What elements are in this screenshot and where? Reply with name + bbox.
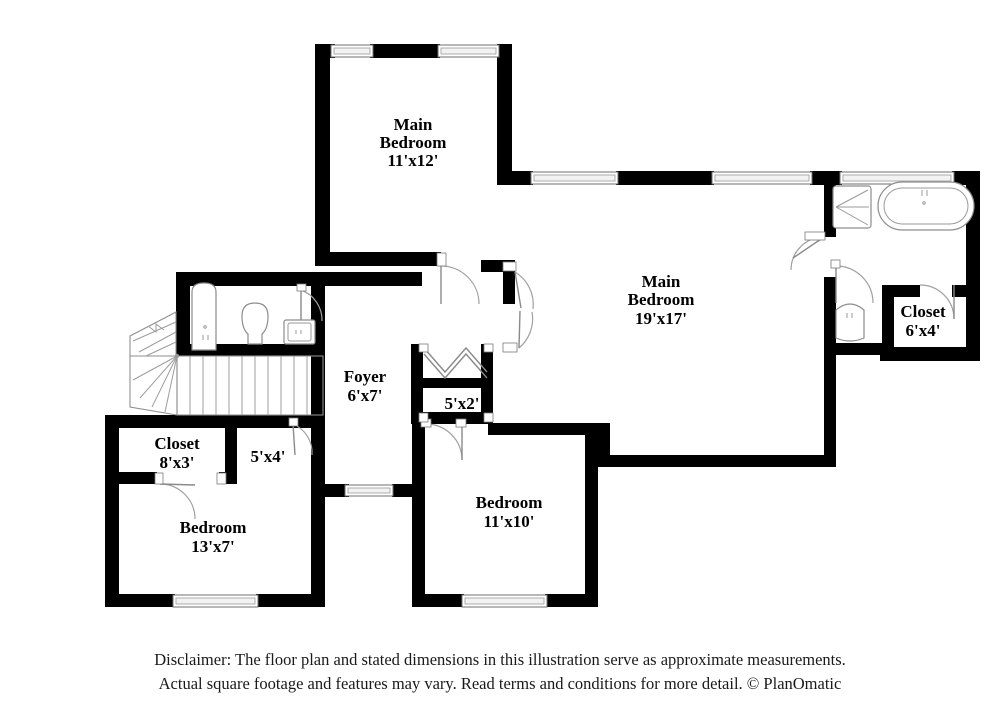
wall-segment — [225, 428, 237, 484]
wall-segment — [411, 378, 493, 388]
room-label-dimensions: 11'x10' — [483, 512, 534, 531]
door — [790, 231, 826, 271]
window — [461, 594, 548, 608]
wall-segment — [824, 355, 836, 467]
bifold-door — [418, 343, 494, 380]
door — [296, 283, 323, 322]
room-label-dimensions: 5'x4' — [251, 447, 286, 466]
wall-segment — [311, 415, 325, 607]
wall-segment — [882, 285, 894, 355]
wall-segment — [412, 594, 464, 607]
floor-plan-canvas: Main Bedroom 11'x12' Main Bedroom 19'x17… — [105, 44, 980, 608]
room-label-dimensions: 19'x17' — [635, 309, 687, 328]
wall-segment — [952, 285, 980, 297]
wall-segment — [824, 343, 882, 355]
disclaimer-line-2: Actual square footage and features may v… — [158, 673, 842, 693]
room-label-dimensions: 6'x4' — [906, 321, 941, 340]
room-label-name: Main — [394, 115, 433, 134]
wall-segment — [176, 272, 422, 286]
room-label-dimensions: 11'x12' — [387, 151, 438, 170]
disclaimer-line-1: Disclaimer: The floor plan and stated di… — [154, 650, 846, 669]
door — [288, 417, 313, 456]
door — [436, 252, 480, 305]
wall-segment — [616, 171, 714, 185]
wall-segment — [497, 171, 533, 185]
wall-segment — [882, 285, 920, 297]
wall-segment — [497, 44, 512, 171]
door — [502, 310, 534, 353]
room-label-dimensions: 13'x7' — [191, 537, 234, 556]
wall-segment — [585, 423, 598, 607]
wall-segment — [176, 272, 190, 356]
wall-segment — [370, 44, 440, 58]
walls-layer — [105, 44, 980, 607]
wall-segment — [105, 472, 157, 484]
wall-segment — [412, 423, 425, 607]
wall-segment — [488, 423, 610, 435]
room-label-name: Closet — [154, 434, 200, 453]
room-label-name: Bedroom — [476, 493, 543, 512]
wall-segment — [105, 594, 175, 607]
room-label-name: Main — [642, 272, 681, 291]
window — [437, 44, 500, 58]
shower-icon — [832, 185, 872, 229]
room-label-name: Closet — [900, 302, 946, 321]
window — [172, 594, 259, 608]
wall-segment — [311, 356, 325, 416]
window — [711, 171, 813, 185]
wall-segment — [105, 415, 325, 428]
room-label-dimensions: 6'x7' — [348, 386, 383, 405]
window — [330, 44, 374, 58]
door — [830, 259, 874, 304]
windows-layer — [172, 44, 955, 608]
wall-segment — [810, 171, 842, 185]
wall-segment — [545, 594, 598, 607]
room-label-dimensions: 8'x3' — [160, 453, 195, 472]
door — [919, 284, 955, 320]
window — [344, 484, 394, 497]
bathtub-icon — [877, 181, 975, 231]
room-label-name: Bedroom — [380, 133, 447, 152]
wall-segment — [311, 484, 349, 497]
wall-segment — [315, 44, 335, 58]
door — [420, 418, 467, 461]
window — [530, 171, 619, 185]
wall-segment — [315, 44, 330, 266]
wall-segment — [411, 412, 493, 424]
wall-segment — [598, 455, 836, 467]
fixtures-layer — [129, 181, 975, 416]
doors-layer — [154, 231, 955, 520]
wall-segment — [256, 594, 325, 607]
room-label-name: Bedroom — [180, 518, 247, 537]
room-label-name: Foyer — [344, 367, 387, 386]
disclaimer: Disclaimer: The floor plan and stated di… — [0, 648, 1000, 696]
door — [502, 261, 534, 310]
door — [154, 472, 227, 520]
bathtub-icon — [191, 282, 217, 351]
floor-plan-drawing: Main Bedroom 11'x12' Main Bedroom 19'x17… — [105, 44, 980, 608]
wall-segment — [824, 277, 836, 355]
staircase-icon — [129, 311, 324, 416]
room-label-name: Bedroom — [628, 290, 695, 309]
sink-icon — [283, 319, 316, 345]
wall-segment — [880, 347, 980, 361]
door — [418, 412, 494, 423]
room-labels-layer: Main Bedroom 11'x12' Main Bedroom 19'x17… — [154, 115, 946, 556]
toilet-icon — [241, 302, 269, 345]
room-label-dimensions: 5'x2' — [445, 394, 480, 413]
wall-segment — [105, 415, 119, 607]
sink-icon — [835, 303, 865, 342]
wall-segment — [315, 252, 425, 266]
